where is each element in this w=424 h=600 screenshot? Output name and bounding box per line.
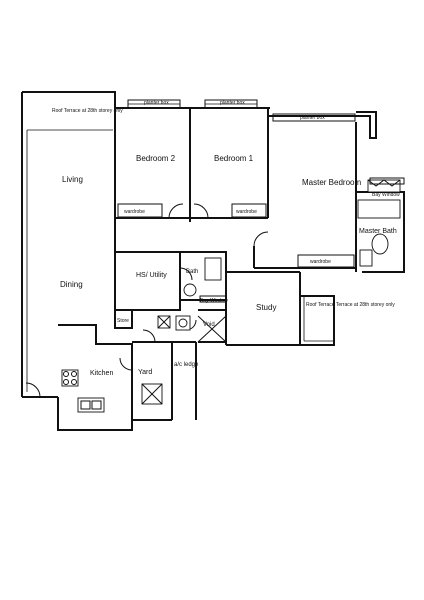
planter-box-label-1: planter box	[144, 100, 169, 106]
wardrobes	[117, 203, 355, 268]
bedroom1-label: Bedroom 1	[214, 154, 254, 163]
master-bath-label: Master Bath	[359, 228, 397, 235]
wardrobe-b2-label: wardrobe	[124, 209, 145, 215]
bedroom2-label: Bedroom 2	[136, 154, 176, 163]
kitchen-fixtures	[61, 315, 171, 413]
ac-ledge-label: a/c ledge	[174, 362, 199, 368]
wardrobe-b1-label: wardrobe	[236, 209, 257, 215]
bay-window-study-label: Bay Window	[200, 298, 228, 304]
room-labels: Roof Terrace at 28th storey only planter…	[52, 100, 400, 377]
kitchen-label: Kitchen	[90, 370, 113, 377]
planter-box-label-2: planter box	[220, 100, 245, 106]
planter-box-label-3: planter box	[300, 115, 325, 121]
bay-window-master-label: Bay Window	[372, 192, 400, 198]
wardrobe-master-label: wardrobe	[310, 259, 331, 265]
void-hatch	[197, 315, 227, 343]
bay-windows	[199, 177, 405, 303]
bath-label: Bath	[186, 269, 198, 275]
yard-label: Yard	[138, 369, 152, 376]
roof-terrace-right-label: Roof Terrace Terrace at 28th storey only	[306, 302, 395, 308]
bath-fixtures	[175, 257, 222, 331]
hs-utility-label: HS/ Utility	[136, 272, 167, 279]
master-bath-fixtures	[357, 179, 401, 267]
master-bedroom-label: Master Bedroom	[302, 178, 361, 187]
roof-terrace-left-label: Roof Terrace at 28th storey only	[52, 108, 123, 114]
void-label: Void	[203, 322, 215, 328]
study-label: Study	[256, 303, 276, 312]
living-label: Living	[62, 175, 83, 184]
planter-boxes	[127, 99, 356, 122]
store-label: Store	[117, 318, 129, 324]
dining-label: Dining	[60, 280, 83, 289]
